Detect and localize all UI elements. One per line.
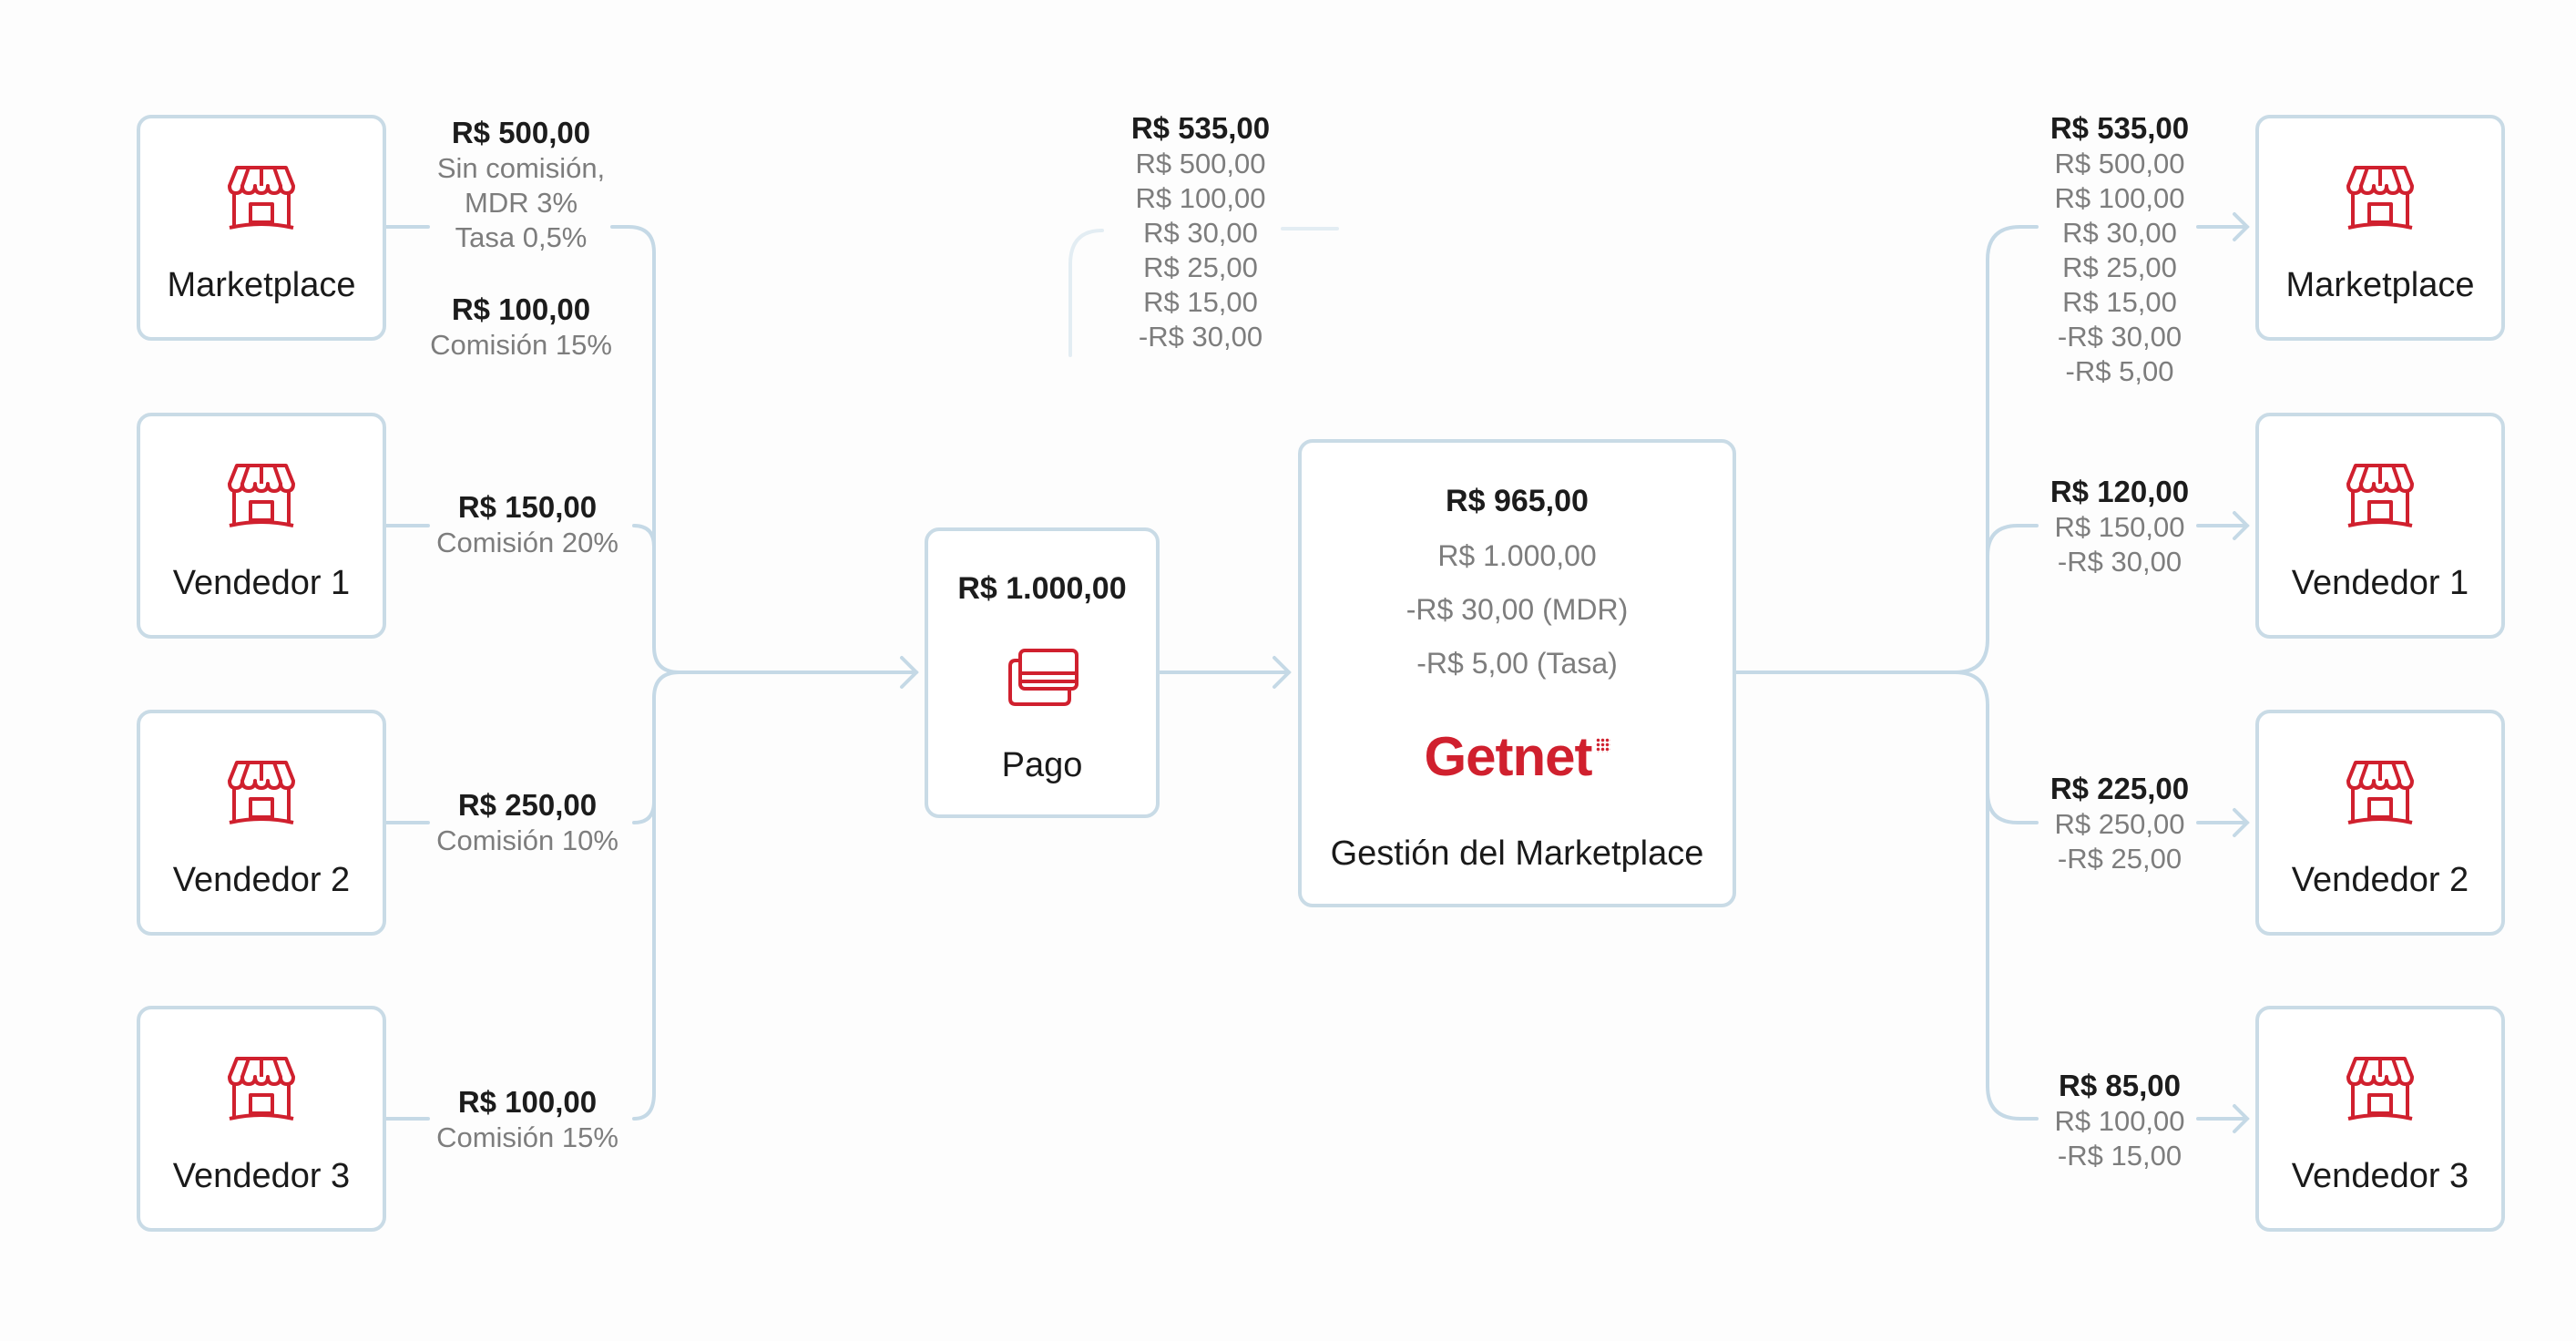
amount-detail: R$ 30,00 <box>2062 217 2177 249</box>
store-icon <box>226 759 297 826</box>
arrow-into-getnet <box>1158 656 1292 689</box>
right-bus-bottom <box>1953 670 2039 1121</box>
getnet-label: Gestión del Marketplace <box>1330 834 1704 873</box>
getnet-logo: Getnet <box>1302 725 1733 788</box>
node-label: Vendedor 2 <box>172 861 351 899</box>
amount-detail: -R$ 25,00 <box>2057 843 2182 875</box>
right-node-vendedor-2: Vendedor 2 <box>2255 710 2505 936</box>
right-node-vendedor-3: Vendedor 3 <box>2255 1006 2505 1232</box>
getnet-tasa: -R$ 5,00 (Tasa) <box>1416 647 1618 680</box>
node-label: Vendedor 3 <box>2291 1157 2469 1195</box>
amount-detail: Tasa 0,5% <box>455 221 588 253</box>
node-label: Vendedor 3 <box>172 1157 351 1195</box>
node-label: Vendedor 1 <box>172 564 351 602</box>
left-node-vendedor-1: Vendedor 1 <box>137 413 386 639</box>
amount-value: R$ 150,00 <box>457 490 598 524</box>
payment-label: Pago <box>1001 746 1083 784</box>
left-branch-v3 <box>632 696 656 1121</box>
amount-value: R$ 250,00 <box>457 788 598 822</box>
left-stub-lines <box>383 225 430 1121</box>
store-icon <box>226 462 297 529</box>
amount-value: R$ 500,00 <box>451 116 591 149</box>
amount-detail: R$ 150,00 <box>2054 511 2185 543</box>
amount-value: R$ 100,00 <box>451 292 591 326</box>
store-icon <box>2345 1055 2416 1122</box>
node-label: Vendedor 2 <box>2291 861 2469 899</box>
amount-value: R$ 535,00 <box>2050 111 2190 145</box>
faded-line-left <box>1068 229 1104 357</box>
amount-value: R$ 85,00 <box>2059 1069 2181 1102</box>
right-branch-v1 <box>1986 524 2039 558</box>
amount-detail: R$ 15,00 <box>1143 286 1258 318</box>
right-node-vendedor-1: Vendedor 1 <box>2255 413 2505 639</box>
amount-detail: -R$ 30,00 <box>2057 321 2182 353</box>
arrow-to-vendedor-3 <box>2196 1104 2250 1133</box>
right-bus-top <box>1734 225 2039 674</box>
store-icon <box>226 1055 297 1122</box>
amount-detail: Sin comisión, <box>436 152 606 184</box>
amount-value: R$ 225,00 <box>2050 772 2190 805</box>
amount-detail: R$ 25,00 <box>1143 251 1258 283</box>
amount-detail: R$ 15,00 <box>2062 286 2177 318</box>
amount-value: R$ 100,00 <box>457 1085 598 1119</box>
getnet-mdr: -R$ 30,00 (MDR) <box>1406 593 1629 626</box>
amount-detail: Comisión 10% <box>436 824 618 856</box>
store-icon <box>226 164 297 231</box>
amount-detail: R$ 500,00 <box>1135 148 1266 179</box>
amount-detail: R$ 100,00 <box>1135 182 1266 214</box>
amount-detail: R$ 30,00 <box>1143 217 1258 249</box>
amount-detail: MDR 3% <box>464 187 578 219</box>
amount-detail: -R$ 30,00 <box>1138 321 1263 353</box>
amount-detail: R$ 250,00 <box>2054 808 2185 840</box>
left-node-vendedor-3: Vendedor 3 <box>137 1006 386 1232</box>
node-label: Marketplace <box>167 266 356 304</box>
amount-detail: Comisión 20% <box>436 527 618 558</box>
amount-detail: -R$ 5,00 <box>2065 355 2174 387</box>
getnet-total: R$ 965,00 <box>1446 484 1589 518</box>
amount-detail: Comisión 15% <box>430 329 612 361</box>
amount-value: R$ 535,00 <box>1130 111 1271 145</box>
getnet-box: R$ 965,00 R$ 1.000,00 -R$ 30,00 (MDR) -R… <box>1298 439 1736 907</box>
store-icon <box>2345 164 2416 231</box>
left-branch-v1 <box>632 524 656 548</box>
amount-detail: R$ 100,00 <box>2054 182 2185 214</box>
amount-detail: -R$ 30,00 <box>2057 546 2182 578</box>
arrow-to-vendedor-1 <box>2196 511 2250 540</box>
amount-detail: R$ 500,00 <box>2054 148 2185 179</box>
arrow-to-vendedor-2 <box>2196 808 2250 837</box>
node-label: Marketplace <box>2285 266 2475 304</box>
arrow-to-marketplace <box>2196 212 2250 241</box>
node-label: Vendedor 1 <box>2291 564 2469 602</box>
left-node-vendedor-2: Vendedor 2 <box>137 710 386 936</box>
left-node-marketplace: Marketplace <box>137 115 386 341</box>
payment-amount: R$ 1.000,00 <box>957 571 1127 606</box>
left-branch-v2 <box>632 670 681 824</box>
store-icon <box>2345 759 2416 826</box>
right-branch-v2 <box>1986 791 2039 824</box>
amount-detail: R$ 25,00 <box>2062 251 2177 283</box>
amount-value: R$ 120,00 <box>2050 475 2190 508</box>
right-node-marketplace: Marketplace <box>2255 115 2505 341</box>
left-bus-line <box>610 225 918 674</box>
arrow-into-payment <box>900 656 919 689</box>
getnet-gross: R$ 1.000,00 <box>1437 539 1597 572</box>
store-icon <box>2345 462 2416 529</box>
amount-detail: Comisión 15% <box>436 1121 618 1153</box>
credit-cards-icon <box>1008 649 1078 706</box>
amount-detail: R$ 100,00 <box>2054 1105 2185 1137</box>
payment-box: R$ 1.000,00 Pago <box>925 527 1160 818</box>
amount-detail: -R$ 15,00 <box>2057 1140 2182 1172</box>
